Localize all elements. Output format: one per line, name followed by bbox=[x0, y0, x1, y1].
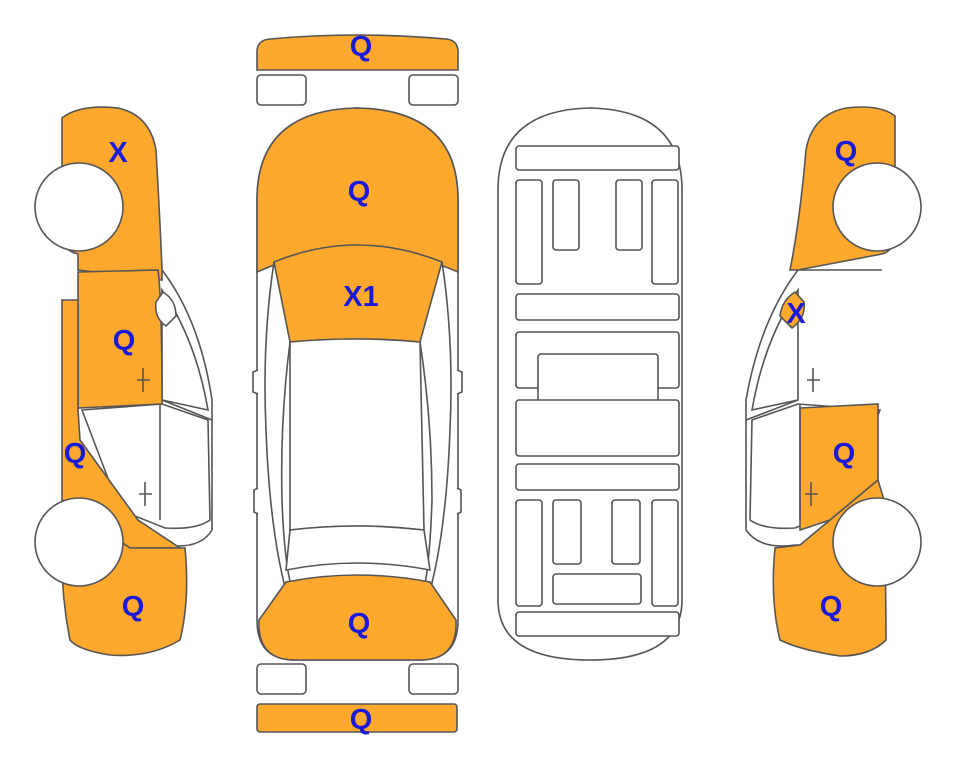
mark-front-bumper: Q bbox=[350, 31, 373, 63]
left-side-view bbox=[34, 106, 213, 657]
mark-left-rear-quarter: Q bbox=[122, 591, 145, 623]
left-rear-wheel bbox=[34, 497, 124, 587]
right-side-view bbox=[745, 106, 922, 657]
mark-left-front-door: Q bbox=[113, 325, 136, 357]
right-mirror-panel[interactable] bbox=[779, 290, 806, 330]
headlight-right bbox=[408, 74, 459, 106]
left-front-wheel bbox=[34, 162, 124, 252]
rear-window bbox=[285, 525, 431, 571]
mark-windshield: X1 bbox=[343, 281, 378, 313]
mark-right-rear-quarter: Q bbox=[820, 591, 843, 623]
top-handle-right bbox=[456, 487, 462, 515]
top-mirror-right bbox=[456, 369, 463, 395]
right-front-wheel bbox=[832, 162, 922, 252]
roof-panel bbox=[289, 338, 425, 531]
underside-view bbox=[497, 107, 683, 661]
mark-left-front-fender: X bbox=[108, 137, 128, 169]
right-handle-rear bbox=[805, 482, 818, 506]
right-rear-wheel bbox=[832, 497, 922, 587]
taillight-left bbox=[256, 663, 307, 695]
trunk-panel[interactable] bbox=[258, 574, 457, 661]
mark-hood: Q bbox=[348, 176, 371, 208]
top-mirror-left bbox=[252, 369, 259, 395]
left-handle-rear bbox=[139, 482, 152, 506]
top-handle-left bbox=[253, 487, 259, 515]
left-window-rear bbox=[80, 403, 211, 530]
mark-left-rear-door: Q bbox=[64, 438, 87, 470]
mark-right-rear-door: Q bbox=[833, 438, 856, 470]
left-door-line bbox=[159, 399, 213, 520]
headlight-left bbox=[256, 74, 307, 106]
left-handle-front bbox=[137, 368, 150, 392]
mark-right-front-fender: Q bbox=[835, 136, 858, 168]
mark-right-mirror: X bbox=[786, 298, 806, 330]
mark-trunk: Q bbox=[348, 608, 371, 640]
top-view bbox=[252, 34, 463, 733]
left-front-door-panel[interactable] bbox=[77, 269, 163, 409]
rear-bumper-panel[interactable] bbox=[256, 703, 458, 733]
damage-marks: Q Q X1 Q Q X Q Q Q Q X Q Q bbox=[64, 31, 858, 736]
right-handle-front bbox=[807, 368, 820, 392]
left-mirror bbox=[154, 290, 177, 328]
right-door-line bbox=[745, 399, 801, 520]
taillight-right bbox=[408, 663, 459, 695]
front-bumper-panel[interactable] bbox=[256, 34, 459, 71]
mark-rear-bumper: Q bbox=[350, 704, 373, 736]
